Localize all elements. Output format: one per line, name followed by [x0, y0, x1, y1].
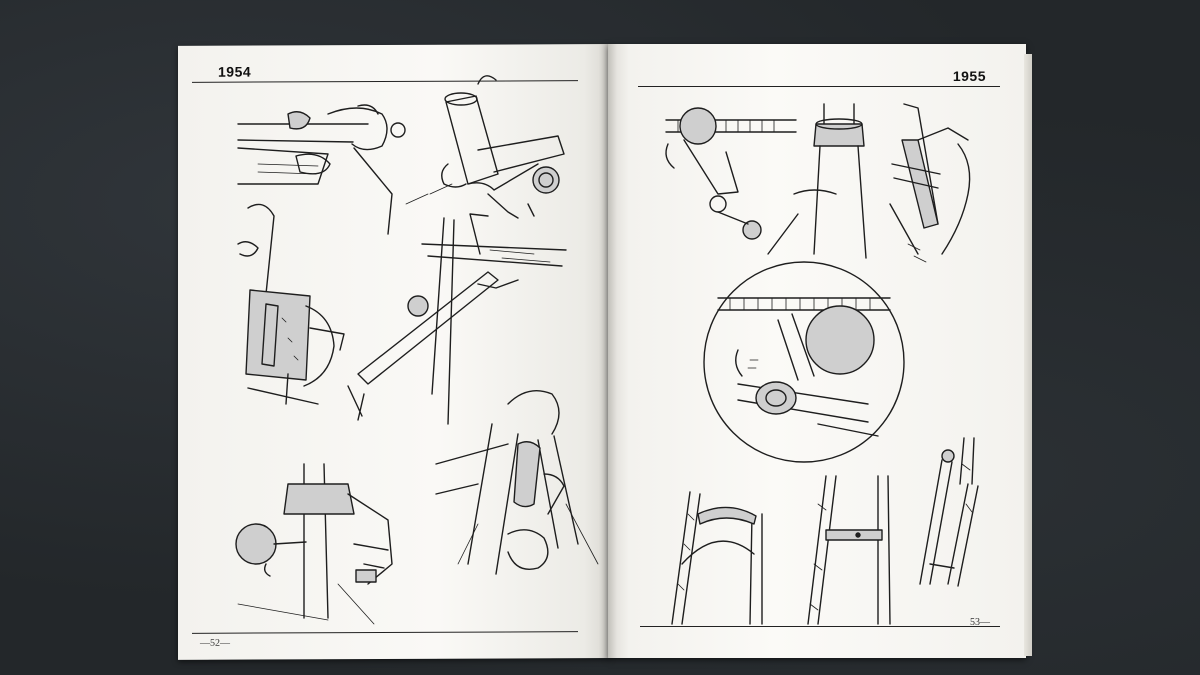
right-page-year: 1955: [952, 68, 986, 84]
pump-clip-drawing: [237, 203, 345, 405]
head-tube-lug-drawing: [405, 75, 565, 219]
seat-cluster-drawing: [435, 390, 599, 575]
chainstay-bridge-drawing: [807, 475, 891, 625]
right-page-number: 53—: [970, 617, 990, 628]
brake-bridge-drawing: [671, 491, 763, 625]
bell-mount-drawing: [235, 463, 393, 625]
right-header-rule: [638, 86, 1000, 87]
fork-dropout-drawing: [919, 437, 979, 587]
right-footer-rule: [640, 626, 1000, 627]
derailleur-drawing: [665, 107, 797, 240]
open-book: 1954 —52— 1955 53—: [178, 44, 1032, 660]
frame-tube-clamp-drawing: [347, 213, 567, 425]
book-gutter: [599, 44, 617, 658]
headset-cup-drawing: [767, 103, 867, 259]
handlebar-lever-drawing: [237, 104, 406, 235]
bottom-bracket-closeup-drawing: [703, 261, 905, 463]
cable-stop-drawing: [889, 103, 971, 263]
page-stack-edge: [1024, 54, 1032, 656]
